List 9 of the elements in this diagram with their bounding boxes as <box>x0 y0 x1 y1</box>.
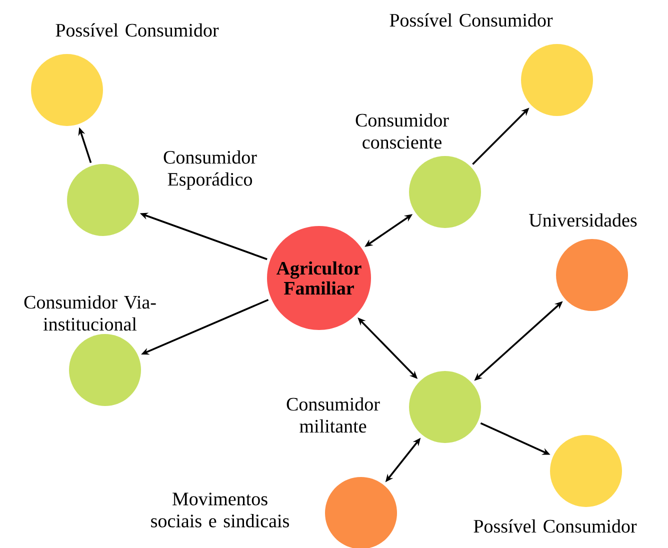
node-label: Consumidor Via-institucional <box>24 295 156 331</box>
node-label: Movimentos sociais e sindicais <box>151 492 289 528</box>
node-label: Consumidor Esporádico <box>164 150 257 190</box>
node-label: Consumidor consciente <box>356 113 449 149</box>
node-label: Universidades <box>529 213 637 227</box>
node-label: Possível Consumidor <box>56 23 219 37</box>
node-label: Possível Consumidor <box>390 13 553 27</box>
node-label: Consumidor militante <box>286 397 380 433</box>
node-label: Possível Consumidor <box>474 519 637 533</box>
